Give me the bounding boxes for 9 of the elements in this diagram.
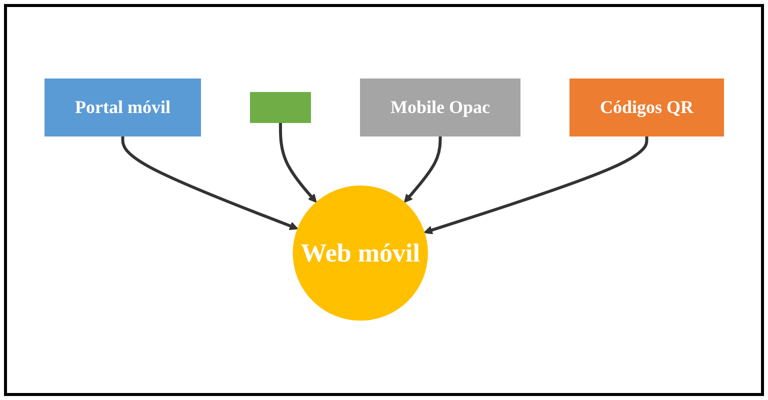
node-box xyxy=(250,92,311,124)
arrow xyxy=(121,136,298,230)
node-box: Portal móvil xyxy=(44,78,201,137)
node-box: Códigos QR xyxy=(569,78,724,137)
node-circle: Web móvil xyxy=(292,186,428,322)
arrow xyxy=(404,136,442,204)
arrow xyxy=(424,136,648,235)
arrow xyxy=(278,122,317,204)
node-box: Mobile Opac xyxy=(360,78,520,137)
